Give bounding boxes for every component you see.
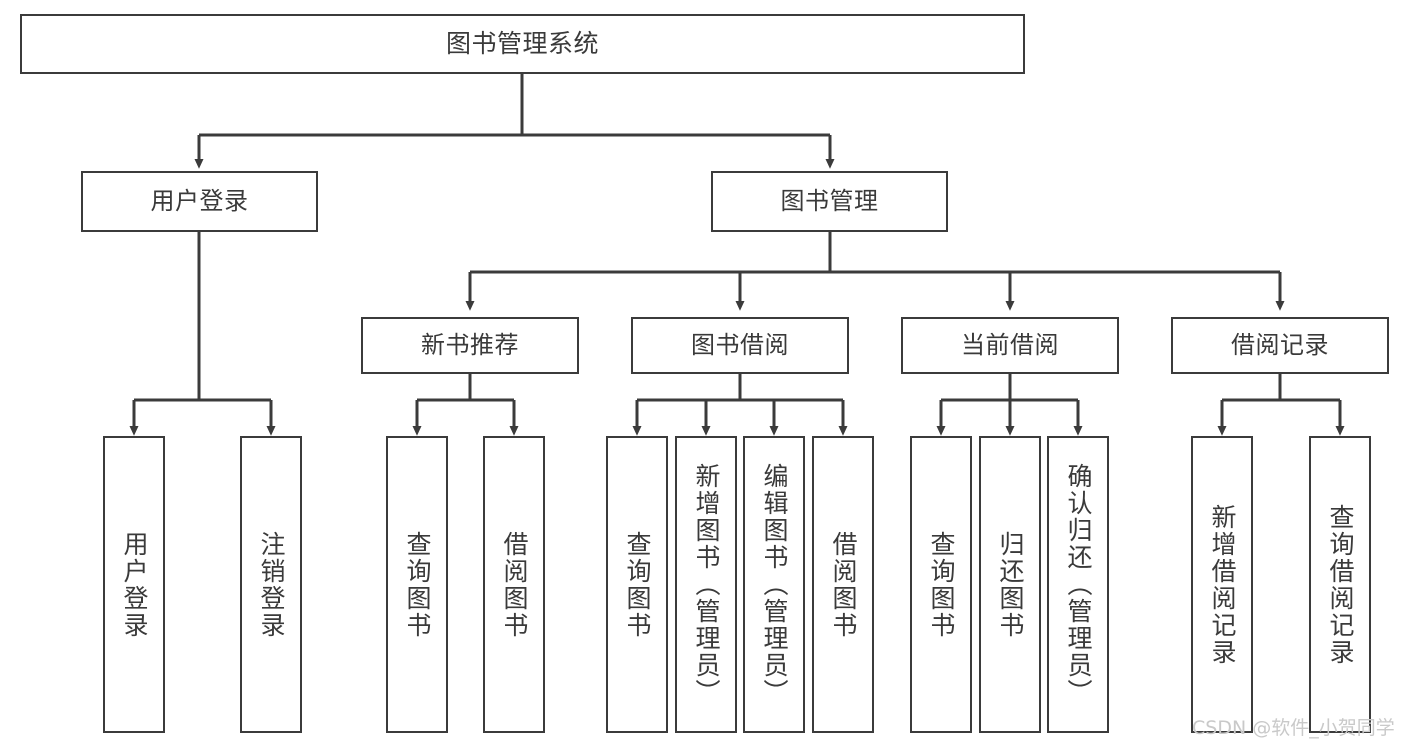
node-book-borrow[interactable]: 图书借阅 xyxy=(631,317,849,374)
node-leaf-logout-login[interactable]: 注销登录 xyxy=(240,436,302,733)
node-leaf-query-book-3[interactable]: 查询图书 xyxy=(910,436,972,733)
node-label: 查询图书 xyxy=(927,530,956,639)
node-leaf-confirm-return[interactable]: 确认归还（管理员） xyxy=(1047,436,1109,733)
node-leaf-borrow-book-2[interactable]: 借阅图书 xyxy=(812,436,874,733)
node-label: 新增借阅记录 xyxy=(1208,503,1237,666)
node-label: 归还图书 xyxy=(996,530,1025,639)
node-user-login[interactable]: 用户登录 xyxy=(81,171,318,232)
node-label: 用户登录 xyxy=(120,530,149,639)
node-label: 注销登录 xyxy=(257,530,286,639)
node-leaf-query-record[interactable]: 查询借阅记录 xyxy=(1309,436,1371,733)
node-new-book-recommend[interactable]: 新书推荐 xyxy=(361,317,579,374)
node-label: 图书管理 xyxy=(780,186,879,215)
node-label: 图书借阅 xyxy=(691,330,789,359)
node-label: 借阅图书 xyxy=(829,530,858,639)
node-leaf-add-record[interactable]: 新增借阅记录 xyxy=(1191,436,1253,733)
node-leaf-user-login[interactable]: 用户登录 xyxy=(103,436,165,733)
node-label: 借阅图书 xyxy=(500,530,529,639)
node-label: 查询借阅记录 xyxy=(1326,503,1355,666)
node-leaf-query-book-1[interactable]: 查询图书 xyxy=(386,436,448,733)
node-label: 查询图书 xyxy=(403,530,432,639)
node-label: 用户登录 xyxy=(150,186,249,215)
node-leaf-add-book[interactable]: 新增图书（管理员） xyxy=(675,436,737,733)
node-label: 借阅记录 xyxy=(1231,330,1329,359)
node-label: 当前借阅 xyxy=(961,330,1059,359)
node-book-manage[interactable]: 图书管理 xyxy=(711,171,948,232)
node-current-borrow[interactable]: 当前借阅 xyxy=(901,317,1119,374)
node-root-system[interactable]: 图书管理系统 xyxy=(20,14,1025,74)
node-label: 新增图书（管理员） xyxy=(692,463,721,706)
node-label: 新书推荐 xyxy=(421,330,519,359)
node-leaf-borrow-book-1[interactable]: 借阅图书 xyxy=(483,436,545,733)
node-label: 图书管理系统 xyxy=(445,28,599,58)
node-leaf-return-book[interactable]: 归还图书 xyxy=(979,436,1041,733)
node-leaf-edit-book[interactable]: 编辑图书（管理员） xyxy=(743,436,805,733)
node-label: 查询图书 xyxy=(623,530,652,639)
node-label: 确认归还（管理员） xyxy=(1064,463,1093,706)
node-borrow-record[interactable]: 借阅记录 xyxy=(1171,317,1389,374)
node-leaf-query-book-2[interactable]: 查询图书 xyxy=(606,436,668,733)
node-label: 编辑图书（管理员） xyxy=(760,463,789,706)
